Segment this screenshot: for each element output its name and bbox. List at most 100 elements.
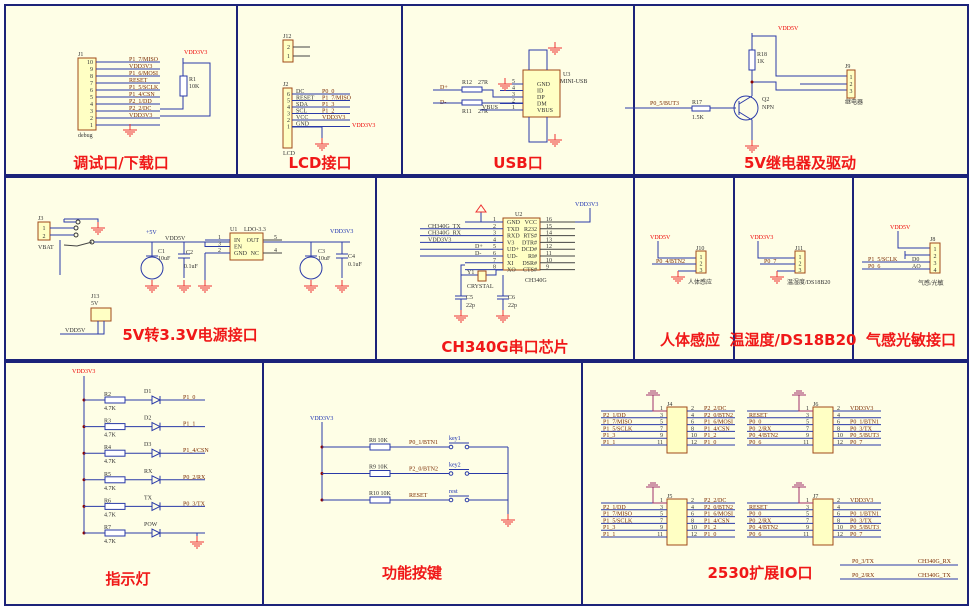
y1-name: CRYSTAL bbox=[467, 284, 494, 290]
header-ref: J6 bbox=[813, 402, 818, 408]
resistor-value: 4.7K bbox=[104, 406, 117, 412]
pin-number: 2 bbox=[837, 498, 840, 504]
net-label: P1_7/MISO bbox=[603, 512, 633, 518]
resistor-value: 4.7K bbox=[104, 486, 117, 492]
net-label: P0_0 bbox=[749, 420, 761, 426]
pin-number: 4 bbox=[493, 237, 496, 243]
ldo-pin-label: GND bbox=[234, 251, 248, 257]
pin-number: 11 bbox=[803, 532, 809, 538]
led-icon bbox=[151, 528, 162, 538]
expansion-header bbox=[812, 406, 834, 454]
net-label: P0_2/RX bbox=[749, 426, 772, 432]
net-label: CH340G_TX bbox=[918, 573, 951, 579]
led-ref: D2 bbox=[144, 416, 151, 422]
power-label-plus5v: +5V bbox=[146, 230, 157, 236]
ch340-pin-label: DTR# bbox=[522, 240, 537, 246]
led-icon bbox=[151, 501, 162, 512]
wire bbox=[897, 231, 930, 249]
resistor-label: R10 10K bbox=[369, 491, 392, 497]
j9-connector bbox=[846, 69, 856, 99]
button-ref: key2 bbox=[449, 463, 461, 469]
power-label-vdd5v: VDD5V bbox=[778, 26, 799, 32]
resistor-symbol bbox=[369, 470, 391, 477]
pin-number: 2 bbox=[700, 262, 703, 268]
pin-number: 12 bbox=[837, 532, 843, 538]
pin-number: 9 bbox=[660, 433, 663, 439]
wire bbox=[63, 219, 76, 223]
pin-number: 7 bbox=[90, 81, 93, 87]
pin-number: 1 bbox=[90, 123, 93, 129]
wire bbox=[480, 212, 503, 223]
u2-name: CH340G bbox=[525, 278, 547, 284]
pin-number: 1 bbox=[850, 75, 853, 81]
power-label-vdd3v3: VDD3V3 bbox=[184, 50, 207, 56]
net-label: P0_2/RX bbox=[183, 475, 206, 481]
net-label: VDD3V3 bbox=[129, 113, 152, 119]
pin-number: 4 bbox=[837, 505, 840, 511]
resistor-symbol bbox=[461, 99, 483, 106]
pin-number: 11 bbox=[657, 532, 663, 538]
title-indicator-leds: 指示灯 bbox=[105, 570, 150, 588]
c6-value: 22p bbox=[508, 303, 517, 309]
r17-value: 1.5K bbox=[692, 115, 705, 121]
usb-signal-label: DP bbox=[537, 95, 545, 101]
c3-ref: C3 bbox=[318, 249, 325, 255]
net-label: P0_6 bbox=[868, 264, 880, 270]
led-ref: D1 bbox=[144, 389, 151, 395]
pin-number: 5 bbox=[274, 235, 277, 241]
net-label: P1_1 bbox=[183, 422, 195, 428]
net-label: P0_4/BTN2 bbox=[749, 525, 778, 531]
pin-number: 1 bbox=[287, 125, 290, 131]
net-label: VDD3V3 bbox=[850, 498, 873, 504]
pin-number: 10 bbox=[691, 433, 697, 439]
led-ref: POW bbox=[144, 522, 158, 528]
title-expansion-io: 2530扩展IO口 bbox=[707, 564, 812, 582]
net-label: P1_2 bbox=[322, 109, 334, 115]
pin-number: 8 bbox=[691, 426, 694, 432]
pin-number: 4 bbox=[274, 248, 277, 254]
u2-ch340g bbox=[502, 217, 541, 271]
j3-connector bbox=[37, 221, 51, 241]
title-lcd: LCD接口 bbox=[288, 154, 351, 172]
j13-connector bbox=[90, 307, 112, 322]
pin-number: 5 bbox=[806, 420, 809, 426]
net-label: P0_4/BTN2 bbox=[749, 433, 778, 439]
c3-value: 10uF bbox=[318, 256, 331, 262]
resistor-symbol bbox=[179, 75, 188, 97]
r18-value: 1K bbox=[757, 59, 765, 65]
net-label: P0_1/BTN1 bbox=[409, 440, 438, 446]
j8-connector bbox=[929, 242, 941, 274]
pin-number: 1 bbox=[512, 105, 515, 111]
title-debug-download: 调试口/下载口 bbox=[73, 154, 168, 172]
ch340-pin-label: XI bbox=[507, 261, 513, 267]
net-label: P0_5/BUT3 bbox=[850, 433, 879, 439]
pin-number: 11 bbox=[546, 251, 552, 257]
pin-number: 3 bbox=[806, 413, 809, 419]
u3-ref: U3 bbox=[563, 72, 570, 78]
power-label: VDD3V3 bbox=[750, 235, 773, 241]
pin-number: 4 bbox=[90, 102, 93, 108]
pin-number: 3 bbox=[218, 242, 221, 248]
q2-type: NPN bbox=[762, 105, 775, 111]
pin-number: 3 bbox=[90, 109, 93, 115]
u1-name: LDO-3.3 bbox=[244, 227, 266, 233]
pir-name: 人体感应 bbox=[688, 278, 712, 286]
expansion-header bbox=[666, 406, 688, 454]
ldo-pin-label: OUT bbox=[247, 238, 260, 244]
header-ref: J5 bbox=[667, 494, 672, 500]
pin-number: 8 bbox=[691, 518, 694, 524]
r1-value: 10K bbox=[189, 84, 200, 90]
temp-ref: J11 bbox=[795, 246, 803, 252]
r18-ref: R18 bbox=[757, 52, 767, 58]
net-label: P1_0 bbox=[183, 395, 195, 401]
wire bbox=[292, 126, 323, 138]
net-label-vdd5v: VDD5V bbox=[165, 236, 186, 242]
c6-ref: C6 bbox=[508, 295, 515, 301]
pin-number: 11 bbox=[803, 440, 809, 446]
pin-number: 2 bbox=[218, 248, 221, 254]
resistor-label: R8 10K bbox=[369, 438, 389, 444]
pin-number: 1 bbox=[799, 255, 802, 261]
ch340-pin-label: VCC bbox=[525, 220, 537, 226]
pin-number: 5 bbox=[90, 95, 93, 101]
usb-signal-label: GND bbox=[537, 82, 551, 88]
